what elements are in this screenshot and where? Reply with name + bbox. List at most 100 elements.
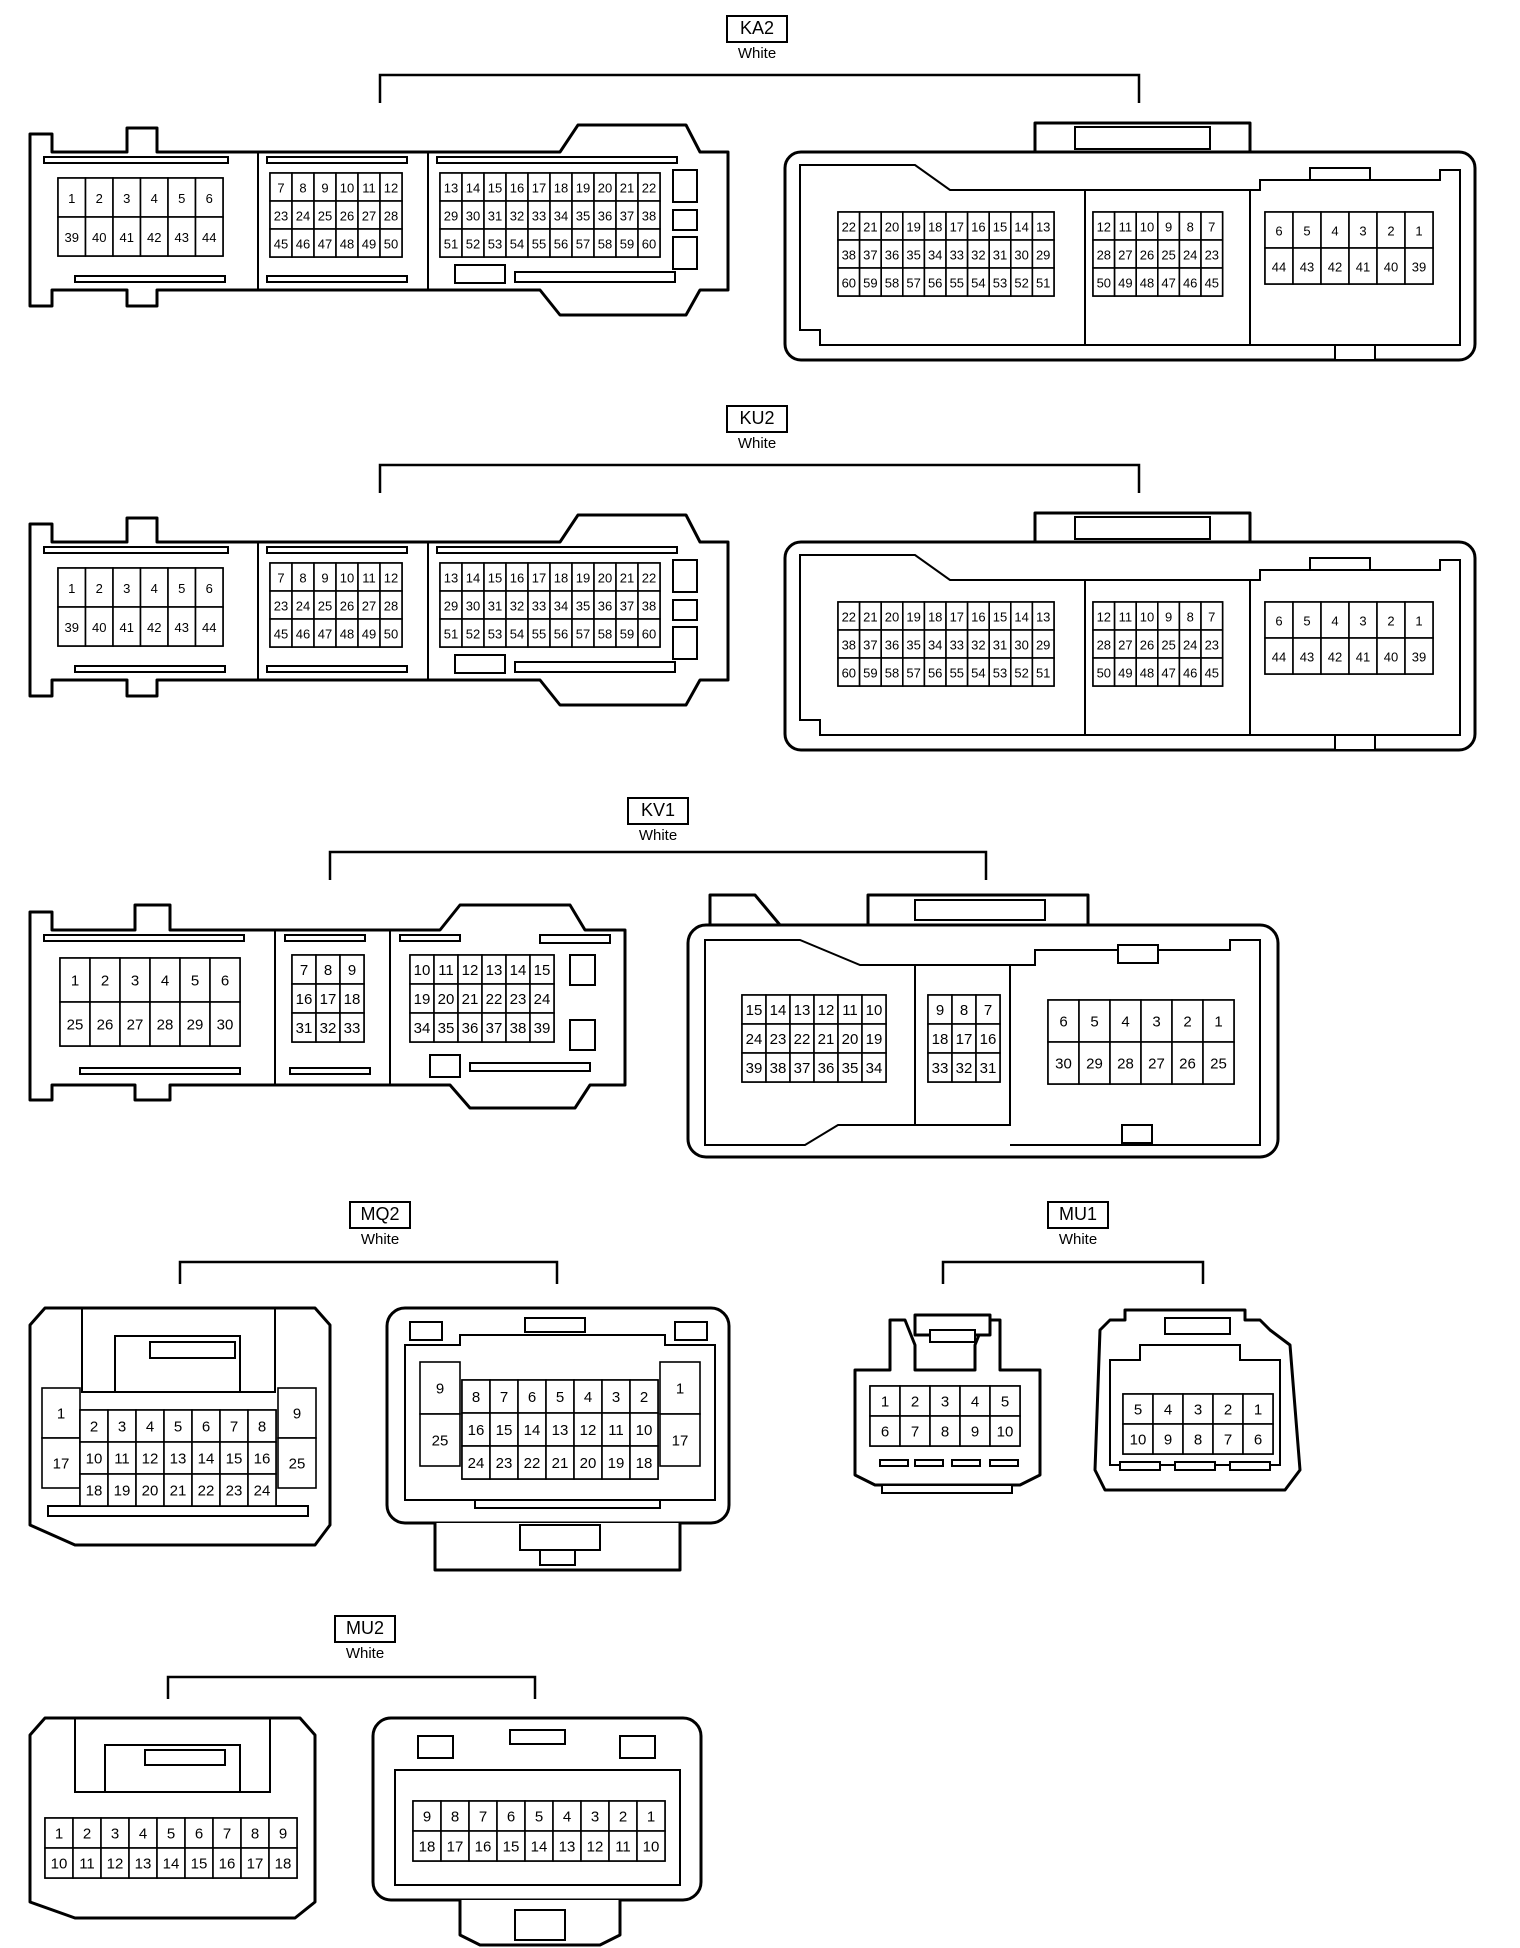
pin-number: 20 [142, 1483, 159, 1500]
pin-cell [927, 1023, 953, 1054]
pin-number: 23 [274, 209, 288, 224]
pin-number: 59 [863, 666, 877, 681]
pin-number: 3 [941, 1394, 949, 1411]
pin-number: 18 [928, 610, 942, 625]
pin-cell [608, 1830, 638, 1862]
pin-number: 4 [1164, 1402, 1172, 1419]
latch-bar [436, 156, 678, 164]
pin-number: 40 [1384, 260, 1398, 275]
pin-number: 12 [384, 571, 398, 586]
pin-number: 35 [906, 638, 920, 653]
pin-number: 18 [636, 1455, 653, 1472]
pin-number: 15 [746, 1002, 763, 1019]
pin-number: 53 [488, 237, 502, 252]
pin-number: 38 [770, 1060, 787, 1077]
pin-cell [139, 216, 169, 257]
pin-number: 21 [620, 571, 634, 586]
pin-number: 13 [559, 1839, 576, 1856]
pin-number: 17 [53, 1456, 70, 1473]
latch-bar [43, 934, 245, 942]
pin-number: 17 [247, 1856, 264, 1873]
latch-frame [104, 1744, 241, 1792]
pin-number: 56 [554, 237, 568, 252]
pin-number: 4 [151, 581, 158, 596]
pin-number: 32 [510, 209, 524, 224]
pin-number: 25 [1210, 1056, 1227, 1073]
pin-number: 33 [950, 248, 964, 263]
pin-cell [813, 994, 839, 1025]
pin-cell [79, 1441, 109, 1475]
pin-number: 30 [1055, 1056, 1072, 1073]
pin-cell [247, 1409, 277, 1443]
pin-cell [861, 1052, 887, 1083]
latch-tab [144, 1749, 226, 1766]
latch-bar [266, 665, 408, 673]
key-slot [672, 559, 698, 593]
pin-number: 58 [598, 237, 612, 252]
pin-number: 25 [1161, 638, 1175, 653]
pin-number: 20 [842, 1031, 859, 1048]
pin-number: 41 [120, 620, 134, 635]
pin-cell [219, 1473, 249, 1507]
pin-number: 26 [1140, 248, 1154, 263]
pin-number: 33 [532, 599, 546, 614]
pin-number: 16 [971, 610, 985, 625]
key-slot [569, 1019, 596, 1051]
key-slot [1309, 167, 1371, 181]
pin-cell [219, 1409, 249, 1443]
pin-number: 59 [620, 237, 634, 252]
pin-number: 56 [554, 627, 568, 642]
pin-number: 21 [462, 991, 479, 1008]
pin-number: 6 [206, 581, 213, 596]
pin-number: 15 [226, 1451, 243, 1468]
pin-number: 3 [1194, 1402, 1202, 1419]
pin-number: 10 [1140, 220, 1154, 235]
pin-number: 45 [1205, 276, 1219, 291]
cavity-outline [1250, 169, 1461, 346]
connector-name: MU2 [346, 1618, 384, 1638]
pin-number: 2 [1387, 614, 1394, 629]
pin-number: 52 [466, 237, 480, 252]
latch-bar [284, 934, 366, 942]
pin-cell [461, 1445, 491, 1480]
pin-number: 39 [1412, 650, 1426, 665]
pin-cell [637, 228, 661, 258]
pin-number: 46 [1183, 666, 1197, 681]
pin-number: 7 [277, 571, 284, 586]
pin-number: 12 [1097, 610, 1111, 625]
pin-number: 7 [911, 1424, 919, 1441]
pin-number: 3 [612, 1389, 620, 1406]
pin-number: 21 [863, 610, 877, 625]
pin-cell [163, 1441, 193, 1475]
pin-number: 9 [971, 1424, 979, 1441]
pin-number: 14 [531, 1839, 548, 1856]
pin-number: 45 [274, 627, 288, 642]
pin-number: 33 [532, 209, 546, 224]
pin-number: 60 [842, 276, 856, 291]
connector-name-box [349, 1201, 411, 1229]
pin-number: 24 [296, 599, 310, 614]
pin-number: 6 [1059, 1014, 1067, 1031]
pin-number: 23 [274, 599, 288, 614]
connector-name: MQ2 [360, 1204, 399, 1224]
pin-cell [1292, 637, 1322, 675]
pin-number: 10 [340, 571, 354, 586]
pin-number: 50 [1097, 666, 1111, 681]
pin-number: 14 [1014, 220, 1028, 235]
pin-cell [1404, 637, 1434, 675]
pin-number: 5 [1303, 614, 1310, 629]
pin-number: 27 [362, 209, 376, 224]
pin-number: 27 [1148, 1056, 1165, 1073]
pin-number: 26 [340, 599, 354, 614]
latch-bar [289, 1067, 371, 1075]
pin-number: 1 [1254, 1402, 1262, 1419]
pin-number: 8 [299, 571, 306, 586]
